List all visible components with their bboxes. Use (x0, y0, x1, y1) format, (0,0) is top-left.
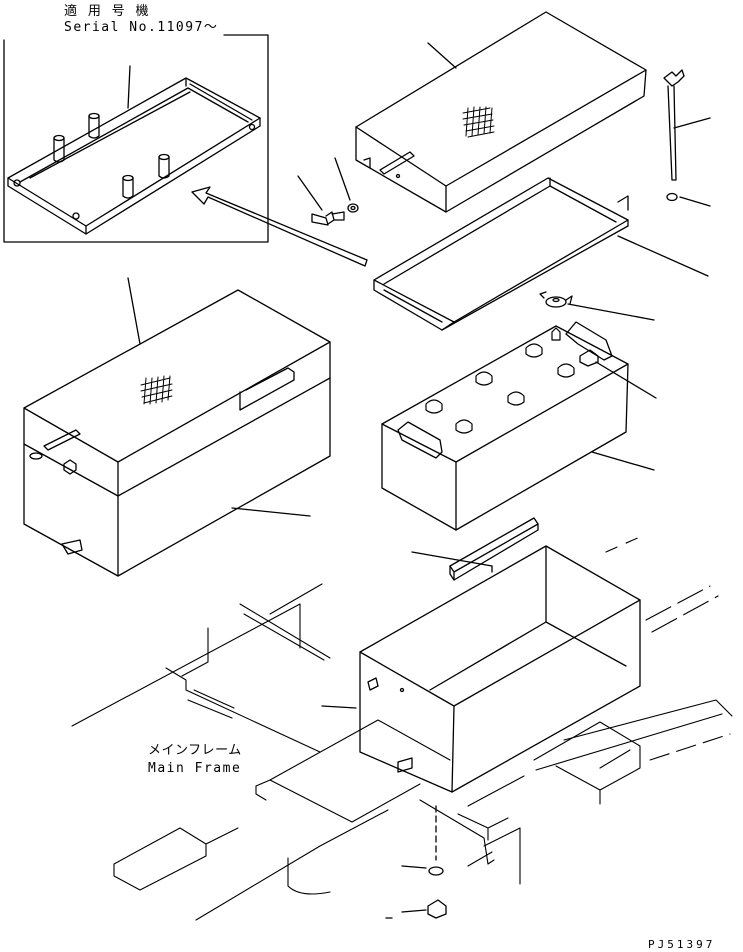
drawing-code: PJ51397 (648, 938, 716, 951)
threaded-rod (664, 70, 710, 180)
direction-arrow (192, 187, 367, 266)
mounting-washer (402, 806, 443, 875)
support-bar (412, 518, 538, 580)
inset-leader-line (128, 66, 130, 108)
top-cover (356, 12, 646, 212)
mesh-label-main (141, 376, 172, 404)
wing-nut (540, 292, 654, 320)
leader-line (428, 43, 456, 68)
wing-bolt (298, 176, 344, 225)
main-frame-label-jp: メインフレーム (148, 743, 242, 758)
battery-caps (426, 328, 574, 433)
mounting-bolt (386, 900, 446, 918)
inset-border (4, 35, 268, 242)
battery-cover-assembly (24, 278, 330, 576)
inset-group (4, 35, 268, 242)
main-frame-label-en: Main Frame (148, 761, 242, 776)
applicable-model-label-jp: 適 用 号 機 (64, 4, 150, 19)
washer (335, 158, 358, 212)
main-frame (72, 536, 732, 920)
inset-studs (54, 114, 169, 199)
mesh-label-top (463, 107, 494, 137)
battery-holder-frame (374, 178, 708, 330)
battery (382, 322, 656, 530)
serial-number-label: Serial No.11097～ (64, 20, 219, 35)
battery-box (322, 546, 640, 792)
inset-bracket-tray (8, 66, 260, 234)
rod-washer (667, 194, 710, 207)
